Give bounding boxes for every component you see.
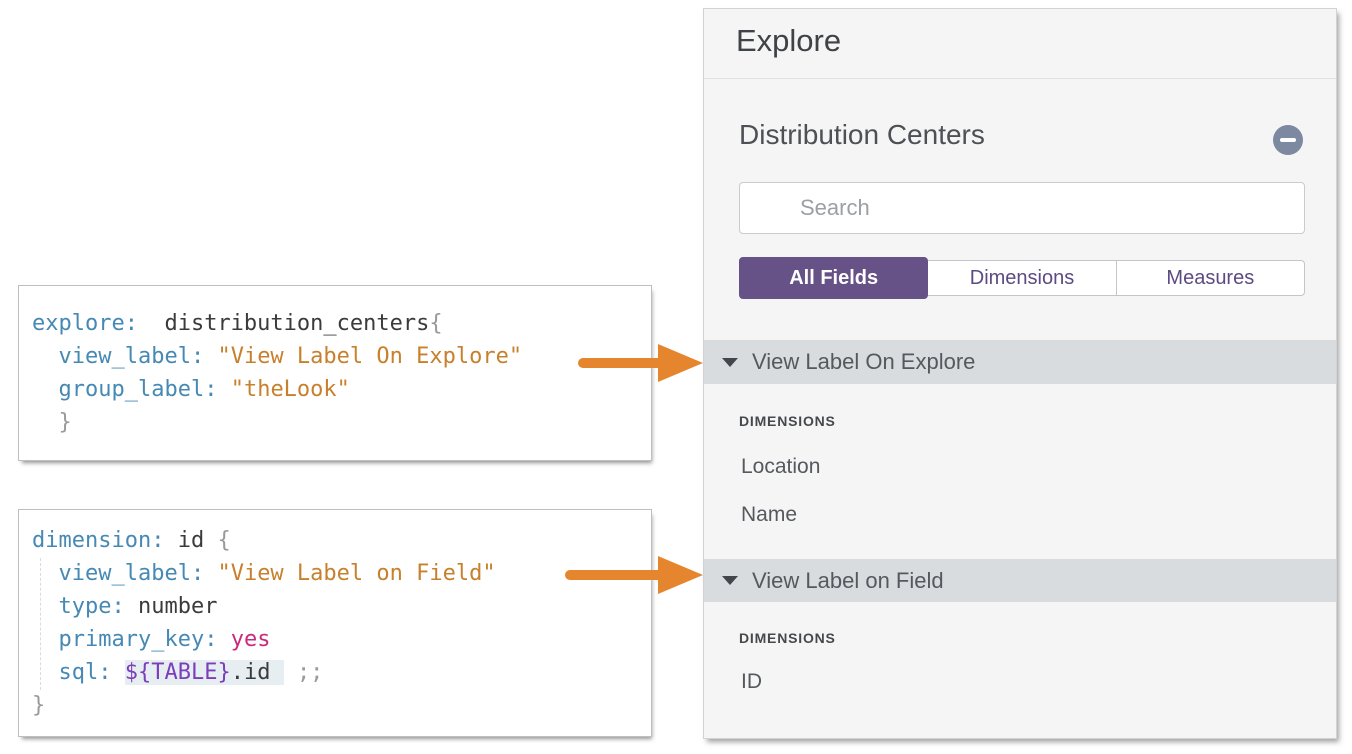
- tab-all-fields[interactable]: All Fields: [739, 257, 929, 299]
- section-header-view-label-on-explore[interactable]: View Label On Explore: [704, 340, 1336, 384]
- arrow-head: [658, 344, 703, 382]
- field-id[interactable]: ID: [741, 670, 762, 693]
- view-title: Distribution Centers: [739, 119, 985, 150]
- lookml-dimension-snippet: dimension: id { view_label: "View Label …: [18, 509, 652, 737]
- lookml-explore-snippet: explore: distribution_centers{ view_labe…: [18, 285, 652, 461]
- field-label-arrow-icon: [565, 556, 703, 594]
- tab-dimensions[interactable]: Dimensions: [927, 260, 1117, 296]
- field-location[interactable]: Location: [741, 455, 821, 478]
- triangle-down-icon: [722, 576, 738, 585]
- search-input[interactable]: [739, 182, 1305, 234]
- dimensions-heading: DIMENSIONS: [739, 413, 836, 429]
- explore-label-arrow-icon: [578, 344, 703, 382]
- field-name[interactable]: Name: [741, 503, 798, 526]
- page-title: Explore: [736, 23, 842, 58]
- section-header-view-label-on-field[interactable]: View Label on Field: [704, 559, 1336, 602]
- arrow-head: [658, 556, 703, 594]
- remove-view-button[interactable]: [1273, 125, 1303, 155]
- dimensions-heading: DIMENSIONS: [739, 630, 836, 646]
- panel-header: Explore: [704, 9, 1336, 79]
- section-title: View Label on Field: [752, 567, 944, 593]
- arrow-shaft: [578, 358, 664, 368]
- indent-guide: [40, 558, 41, 690]
- arrow-shaft: [565, 570, 664, 580]
- minus-circle-icon: [1280, 138, 1296, 142]
- field-filter-tabs: All Fields Dimensions Measures: [739, 257, 1305, 299]
- section-title: View Label On Explore: [752, 349, 976, 374]
- tab-measures[interactable]: Measures: [1115, 260, 1305, 296]
- triangle-down-icon: [722, 357, 738, 367]
- explore-panel: Explore Distribution Centers All Fields …: [703, 8, 1337, 739]
